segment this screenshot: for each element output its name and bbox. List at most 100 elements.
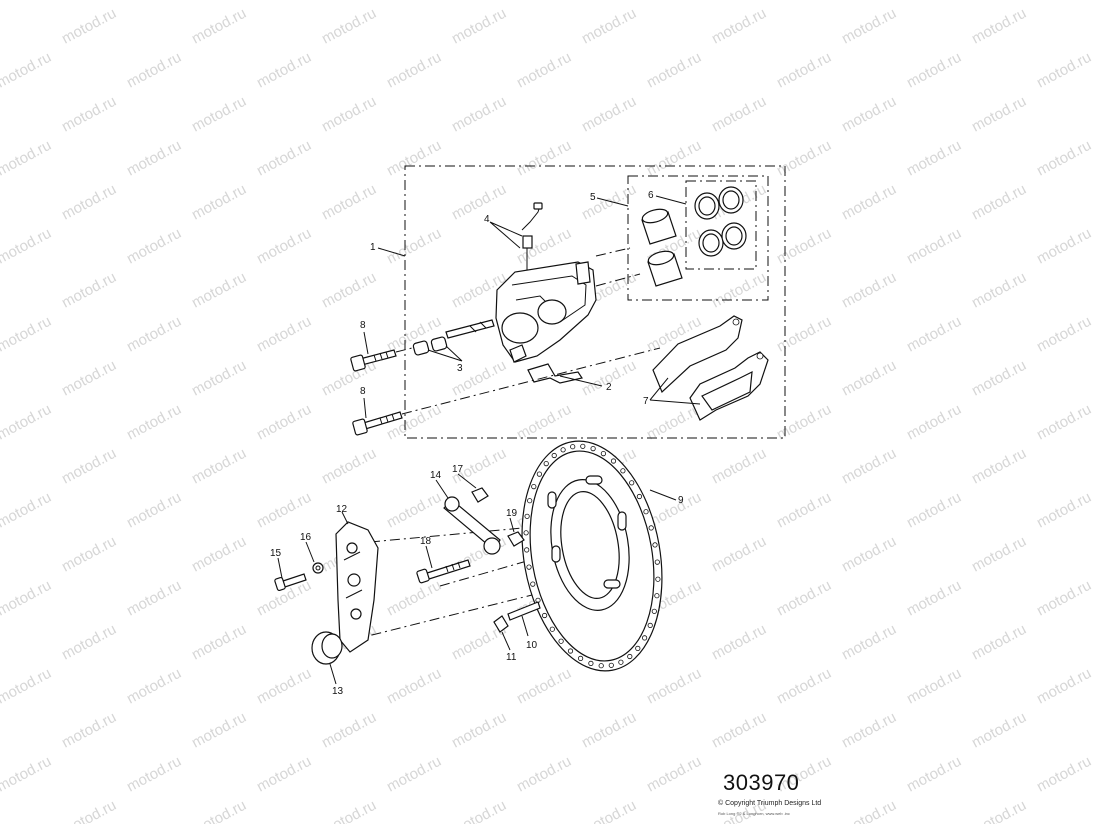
disc-drill-hole <box>530 581 536 587</box>
callout-12: 12 <box>336 504 348 515</box>
disc-drill-hole <box>560 447 566 453</box>
watermark-text: motod.ru <box>189 797 249 824</box>
disc-drill-hole <box>524 547 530 553</box>
mounting-bolts <box>350 349 403 436</box>
callout-11: 11 <box>506 652 517 663</box>
watermark-text: motod.ru <box>579 93 639 136</box>
watermark-text: motod.ru <box>384 137 444 180</box>
watermark-text: motod.ru <box>449 93 509 136</box>
watermark-text: motod.ru <box>254 665 314 708</box>
watermark-text: motod.ru <box>579 5 639 48</box>
watermark-text: motod.ru <box>189 709 249 752</box>
watermark-text: motod.ru <box>124 0 184 4</box>
watermark-text: motod.ru <box>904 313 964 356</box>
watermark-text: motod.ru <box>124 313 184 356</box>
callout-9: 9 <box>678 495 684 506</box>
watermark-text: motod.ru <box>319 5 379 48</box>
watermark-text: motod.ru <box>1034 49 1094 92</box>
watermark-text: motod.ru <box>189 445 249 488</box>
disc-drill-hole <box>526 564 532 570</box>
watermark-text: motod.ru <box>0 665 54 708</box>
watermark-text: motod.ru <box>839 797 899 824</box>
disc-drill-hole <box>654 593 660 599</box>
callout-18: 18 <box>420 536 432 547</box>
watermark-text: motod.ru <box>384 0 444 4</box>
watermark-text: motod.ru <box>774 225 834 268</box>
disc-drill-hole <box>620 468 626 474</box>
watermark-text: motod.ru <box>709 621 769 664</box>
watermark-text: motod.ru <box>709 93 769 136</box>
watermark-text: motod.ru <box>1034 665 1094 708</box>
watermark-text: motod.ru <box>0 577 54 620</box>
watermark-text: motod.ru <box>1034 137 1094 180</box>
watermark-text: motod.ru <box>709 445 769 488</box>
watermark-text: motod.ru <box>254 137 314 180</box>
watermark-text: motod.ru <box>124 753 184 796</box>
callout-10: 10 <box>526 640 538 651</box>
piston-kit-boundary <box>627 175 769 301</box>
watermark-text: motod.ru <box>579 709 639 752</box>
watermark-text: motod.ru <box>969 5 1029 48</box>
callout-3: 3 <box>457 363 463 374</box>
watermark-text: motod.ru <box>514 0 574 4</box>
watermark-text: motod.ru <box>59 445 119 488</box>
watermark-text: motod.ru <box>189 269 249 312</box>
watermark-text: motod.ru <box>774 49 834 92</box>
watermark-text: motod.ru <box>579 357 639 400</box>
watermark-text: motod.ru <box>579 181 639 224</box>
watermark-text: motod.ru <box>969 269 1029 312</box>
watermark-text: motod.ru <box>839 709 899 752</box>
watermark-text: motod.ru <box>384 577 444 620</box>
seal-kit-boundary <box>685 180 757 270</box>
watermark-text: motod.ru <box>969 357 1029 400</box>
watermark-text: motod.ru <box>319 93 379 136</box>
watermark-text: motod.ru <box>189 5 249 48</box>
watermark-text: motod.ru <box>969 797 1029 824</box>
caliper-carrier-group <box>274 521 541 665</box>
disc-drill-hole <box>551 452 557 459</box>
disc-drill-hole <box>598 663 604 669</box>
disc-drill-hole <box>580 443 586 449</box>
callout-1: 1 <box>370 242 376 253</box>
watermark-text: motod.ru <box>514 137 574 180</box>
watermark-text: motod.ru <box>124 49 184 92</box>
watermark-text: motod.ru <box>644 753 704 796</box>
watermark-text: motod.ru <box>514 401 574 444</box>
watermark-text: motod.ru <box>384 489 444 532</box>
watermark-text: motod.ru <box>774 0 834 4</box>
slider-pins <box>412 319 495 356</box>
watermark-text: motod.ru <box>514 49 574 92</box>
callout-labels: 1 2 3 4 5 6 7 8 8 9 10 11 12 13 14 15 16… <box>270 190 684 697</box>
callout-5: 5 <box>590 192 596 203</box>
watermark-text: motod.ru <box>839 93 899 136</box>
watermark-text: motod.ru <box>969 533 1029 576</box>
watermark-text: motod.ru <box>904 401 964 444</box>
watermark-text: motod.ru <box>904 49 964 92</box>
watermark-text: motod.ru <box>0 225 54 268</box>
watermark-text: motod.ru <box>904 665 964 708</box>
disc-drill-hole <box>654 559 660 565</box>
watermark-text: motod.ru <box>254 225 314 268</box>
watermark-text: motod.ru <box>319 181 379 224</box>
watermark-text: motod.ru <box>384 225 444 268</box>
watermark-text: motod.ru <box>774 665 834 708</box>
callout-7: 7 <box>643 396 649 407</box>
watermark-text: motod.ru <box>319 797 379 824</box>
watermark-text: motod.ru <box>384 49 444 92</box>
watermark-text: motod.ru <box>774 401 834 444</box>
disc-drill-hole <box>541 612 548 619</box>
watermark-text: motod.ru <box>189 533 249 576</box>
watermark-text: motod.ru <box>579 797 639 824</box>
disc-drill-hole <box>531 483 537 490</box>
watermark-text: motod.ru <box>124 577 184 620</box>
watermark-text: motod.ru <box>449 5 509 48</box>
brake-disc <box>521 440 663 672</box>
watermark-text: motod.ru <box>59 621 119 664</box>
watermark-text: motod.ru <box>969 621 1029 664</box>
watermark-text: motod.ru <box>514 665 574 708</box>
watermark-text: motod.ru <box>514 753 574 796</box>
watermark-text: motod.ru <box>254 49 314 92</box>
callout-19: 19 <box>506 508 518 519</box>
disc-drill-hole <box>636 493 643 500</box>
